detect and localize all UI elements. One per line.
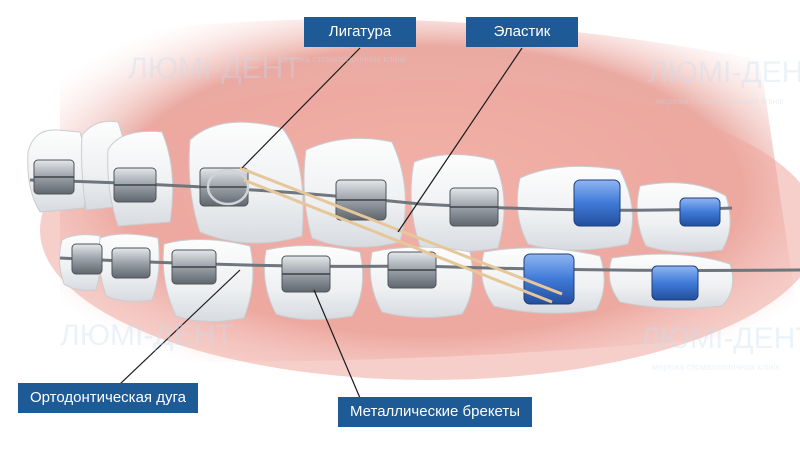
pointer-elastic bbox=[397, 47, 523, 233]
metal-bracket bbox=[71, 243, 103, 275]
blue-bracket bbox=[573, 179, 621, 227]
blue-bracket bbox=[651, 265, 699, 301]
upper-archwire bbox=[29, 178, 733, 212]
watermark-brand-text: ЛЮМІ-ДЕНТ bbox=[648, 56, 800, 89]
watermark-tagline-text: мережа стоматологічних клінік bbox=[656, 96, 784, 106]
watermark-tagline-text: мережа стоматологічних клінік bbox=[652, 362, 780, 372]
watermark-brand-text: ЛЮМІ-ДЕНТ bbox=[60, 319, 234, 352]
archwire-label: Ортодонтическая дуга bbox=[18, 383, 198, 413]
metal-brackets-label: Металлические брекеты bbox=[338, 397, 533, 427]
ligature bbox=[206, 168, 250, 206]
metal-brackets bbox=[33, 159, 499, 293]
ligature-label: Лигатура bbox=[304, 17, 416, 47]
pointer-archwire bbox=[119, 269, 241, 385]
watermark-tagline-text: мережа стоматологічних клінік bbox=[278, 54, 406, 64]
elastic-band bbox=[239, 166, 563, 304]
pointer-brackets bbox=[313, 289, 361, 399]
watermark: ЛЮМІ-ДЕНТ мережа стоматологічних клінік … bbox=[60, 52, 800, 372]
elastic-label: Эластик bbox=[466, 17, 578, 47]
pointer-ligature bbox=[241, 47, 361, 169]
blue-bracket bbox=[679, 197, 721, 227]
pointer-lines bbox=[119, 47, 523, 399]
blue-bracket bbox=[523, 253, 575, 305]
blue-brackets bbox=[523, 179, 721, 305]
metal-bracket bbox=[111, 247, 151, 279]
watermark-brand-text: ЛЮМІ-ДЕНТ bbox=[640, 322, 800, 355]
watermark-brand-text: ЛЮМІ-ДЕНТ bbox=[128, 52, 302, 85]
